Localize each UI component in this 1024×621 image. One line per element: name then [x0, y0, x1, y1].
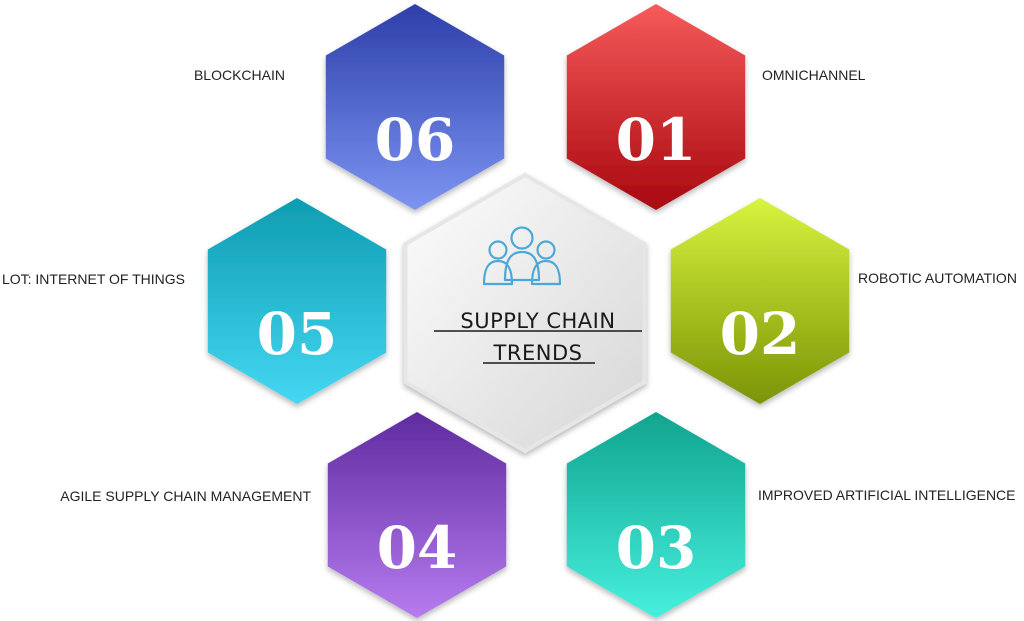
trend-number-06: 06 — [375, 106, 456, 174]
trend-hexagon-01: 01 — [566, 4, 746, 210]
center-title-line2: TRENDS — [493, 341, 583, 365]
hexagon-shape-04 — [327, 412, 507, 618]
trend-number-05: 05 — [257, 300, 338, 368]
connector-lines: OMNICHANNEL ROBOTIC AUTOMATION IMPROVED AR… — [2, 67, 1017, 520]
hexagon-group: 01 02 03 04 05 06 — [207, 4, 850, 618]
center-hexagon-group: SUPPLY CHAIN TRENDS — [403, 172, 647, 454]
trend-label-04: AGILE SUPPLY CHAIN MANAGEMENT — [60, 488, 311, 504]
trend-number-04: 04 — [377, 514, 458, 582]
trend-hexagon-03: 03 — [566, 412, 746, 618]
trend-hexagon-02: 02 — [670, 198, 850, 404]
hexagon-shape-06 — [325, 4, 505, 210]
trend-label-06: BLOCKCHAIN — [194, 67, 285, 83]
trend-number-03: 03 — [616, 514, 697, 582]
hexagon-shape-03 — [566, 412, 746, 618]
trend-label-05: LOT: INTERNET OF THINGS — [2, 271, 185, 287]
center-hexagon — [403, 172, 647, 454]
trend-label-01: OMNICHANNEL — [762, 67, 866, 83]
trend-label-02: ROBOTIC AUTOMATION — [858, 270, 1017, 286]
center-title-line1: SUPPLY CHAIN — [460, 309, 615, 333]
hexagon-shape-01 — [566, 4, 746, 210]
trend-number-02: 02 — [720, 300, 801, 368]
trend-number-01: 01 — [616, 106, 697, 174]
trend-hexagon-04: 04 — [327, 412, 507, 618]
trend-hexagon-06: 06 — [325, 4, 505, 210]
trend-label-03: IMPROVED ARTIFICIAL INTELLIGENCE — [758, 487, 1016, 503]
hexagon-shape-05 — [207, 198, 387, 404]
people-group-icon — [482, 226, 562, 286]
trend-hexagon-05: 05 — [207, 198, 387, 404]
hexagon-shape-02 — [670, 198, 850, 404]
